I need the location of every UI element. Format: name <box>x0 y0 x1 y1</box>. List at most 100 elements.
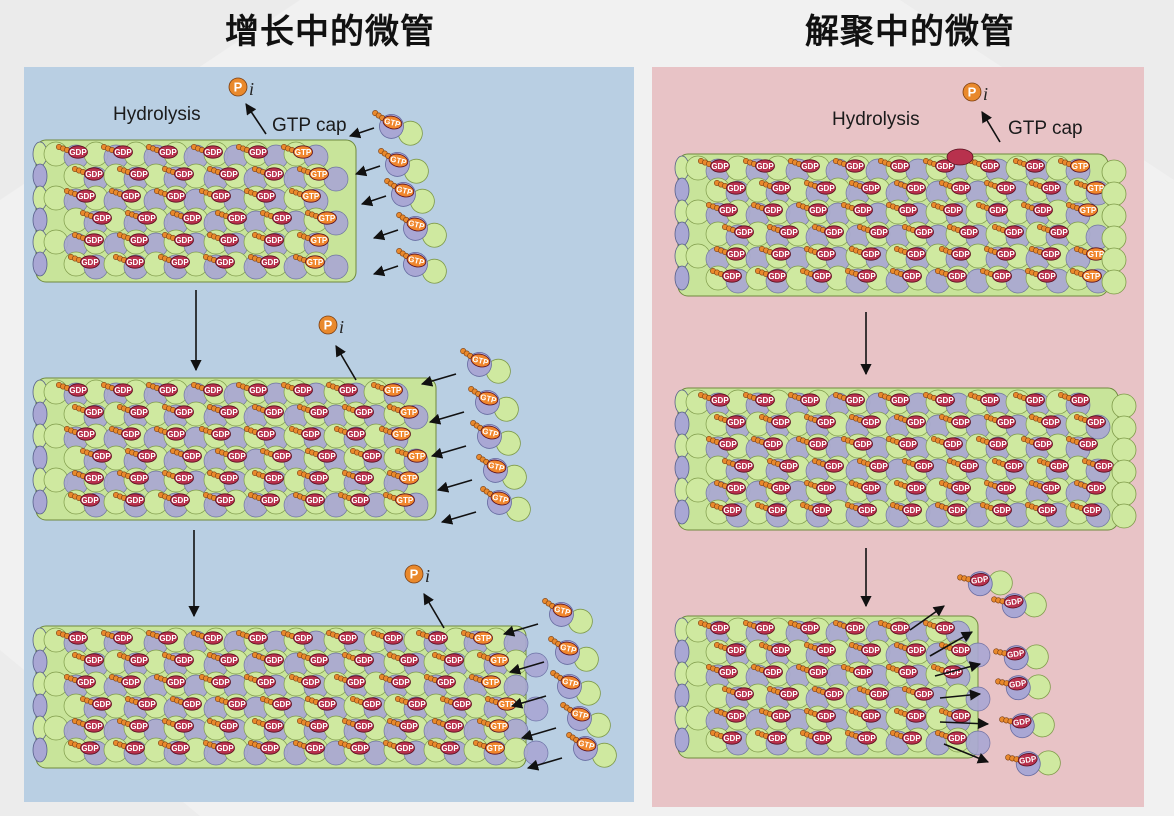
dimer-badge: GTP <box>542 598 573 618</box>
gdp-badge: GDP <box>109 425 141 441</box>
svg-text:GDP: GDP <box>780 690 798 699</box>
svg-text:GDP: GDP <box>175 722 193 731</box>
gdp-badge: GDP <box>125 695 157 711</box>
gdp-badge: GDP <box>252 232 284 247</box>
gdp-badge: GDP <box>259 695 292 711</box>
svg-text:GDP: GDP <box>167 430 185 439</box>
gdp-badge: GDP <box>799 501 832 517</box>
gdp-badge: GDP <box>713 180 746 195</box>
gdp-badge: GDP <box>1020 435 1053 451</box>
free-gdp-dimer: GDP <box>991 592 1047 619</box>
svg-text:GDP: GDP <box>302 678 320 687</box>
svg-text:GDP: GDP <box>167 192 185 201</box>
gdp-badge: GDP <box>296 651 329 667</box>
gdp-badge: GDP <box>709 501 742 517</box>
gdp-badge: GDP <box>349 695 382 711</box>
svg-text:GDP: GDP <box>960 228 978 237</box>
free-gtp-dimer: GTP <box>560 702 611 738</box>
svg-text:GDP: GDP <box>445 722 463 731</box>
gdp-badge: GDP <box>125 210 157 225</box>
svg-text:i: i <box>983 84 988 104</box>
svg-text:GDP: GDP <box>768 506 786 515</box>
gdp-badge: GDP <box>292 739 325 755</box>
dimer-badge: GDP <box>957 573 990 587</box>
dimer-badge: GTP <box>460 348 491 368</box>
svg-text:GDP: GDP <box>817 418 835 427</box>
svg-text:GDP: GDP <box>858 734 876 743</box>
svg-text:GDP: GDP <box>175 170 193 179</box>
gdp-badge: GDP <box>207 651 239 667</box>
svg-text:GDP: GDP <box>813 734 831 743</box>
svg-text:GDP: GDP <box>780 462 798 471</box>
gtp-badge: GTP <box>386 403 419 419</box>
gdp-badge: GDP <box>162 166 194 181</box>
gdp-badge: GDP <box>979 267 1012 283</box>
gdp-badge: GDP <box>795 435 828 451</box>
gdp-badge: GDP <box>333 425 366 441</box>
gdp-badge: GDP <box>877 391 910 407</box>
svg-text:GDP: GDP <box>952 712 970 721</box>
gdp-badge: GDP <box>893 246 926 261</box>
gdp-badge: GDP <box>72 166 104 181</box>
gdp-badge: GDP <box>930 202 963 217</box>
svg-text:GDP: GDP <box>997 418 1015 427</box>
svg-text:GDP: GDP <box>85 170 103 179</box>
svg-text:GDP: GDP <box>265 722 283 731</box>
svg-text:GDP: GDP <box>1042 484 1060 493</box>
svg-text:GDP: GDP <box>723 272 741 281</box>
svg-text:GDP: GDP <box>216 258 234 267</box>
dimer-badge: GTP <box>468 386 499 406</box>
dimer-addition-arrow <box>436 479 473 493</box>
svg-text:GDP: GDP <box>81 744 99 753</box>
gdp-badge: GDP <box>893 413 926 429</box>
svg-text:GTP: GTP <box>401 474 418 483</box>
free-gtp-dimer: GTP <box>566 732 617 768</box>
gdp-badge: GDP <box>799 729 832 745</box>
svg-text:GDP: GDP <box>261 744 279 753</box>
gdp-badge: GDP <box>893 479 926 495</box>
dimer-badge: GTP <box>550 670 581 690</box>
svg-text:GDP: GDP <box>944 206 962 215</box>
svg-text:GDP: GDP <box>1026 162 1044 171</box>
gdp-badge: GDP <box>889 501 922 517</box>
svg-text:P: P <box>234 80 243 95</box>
dimer-addition-arrow <box>372 265 399 277</box>
gdp-badge: GDP <box>713 707 746 723</box>
gdp-badge: GDP <box>154 673 186 689</box>
svg-text:GDP: GDP <box>719 440 737 449</box>
dimer-badge: GTP <box>476 454 507 474</box>
gdp-badge: GDP <box>934 501 967 517</box>
svg-text:GDP: GDP <box>1042 418 1060 427</box>
gdp-badge: GDP <box>146 144 178 159</box>
gdp-badge: GDP <box>754 729 787 745</box>
svg-text:GDP: GDP <box>891 624 909 633</box>
svg-text:GDP: GDP <box>711 396 729 405</box>
gdp-badge: GDP <box>1082 457 1114 473</box>
gdp-badge: GDP <box>117 469 149 485</box>
svg-text:GDP: GDP <box>948 734 966 743</box>
svg-text:GDP: GDP <box>817 712 835 721</box>
gdp-badge: GDP <box>325 629 358 645</box>
svg-text:GDP: GDP <box>948 506 966 515</box>
svg-text:GDP: GDP <box>981 396 999 405</box>
gdp-badge: GDP <box>341 717 374 733</box>
gdp-badge: GDP <box>162 717 194 733</box>
svg-text:i: i <box>339 317 344 337</box>
gdp-badge: GDP <box>848 707 881 723</box>
gdp-badge: GDP <box>877 158 910 173</box>
gdp-badge: GDP <box>296 469 329 485</box>
svg-text:GDP: GDP <box>175 474 193 483</box>
svg-text:P: P <box>410 567 419 582</box>
free-gtp-dimer: GTP <box>550 670 601 706</box>
svg-text:GDP: GDP <box>159 386 177 395</box>
gdp-badge: GDP <box>795 202 828 217</box>
svg-text:GDP: GDP <box>768 734 786 743</box>
gdp-badge: GDP <box>394 695 427 711</box>
svg-text:GDP: GDP <box>723 506 741 515</box>
gdp-badge: GDP <box>80 695 112 711</box>
svg-text:GDP: GDP <box>130 170 148 179</box>
dimer-addition-arrow <box>348 127 375 139</box>
gtp-badge: GTP <box>288 188 321 203</box>
gdp-badge: GDP <box>742 619 775 635</box>
